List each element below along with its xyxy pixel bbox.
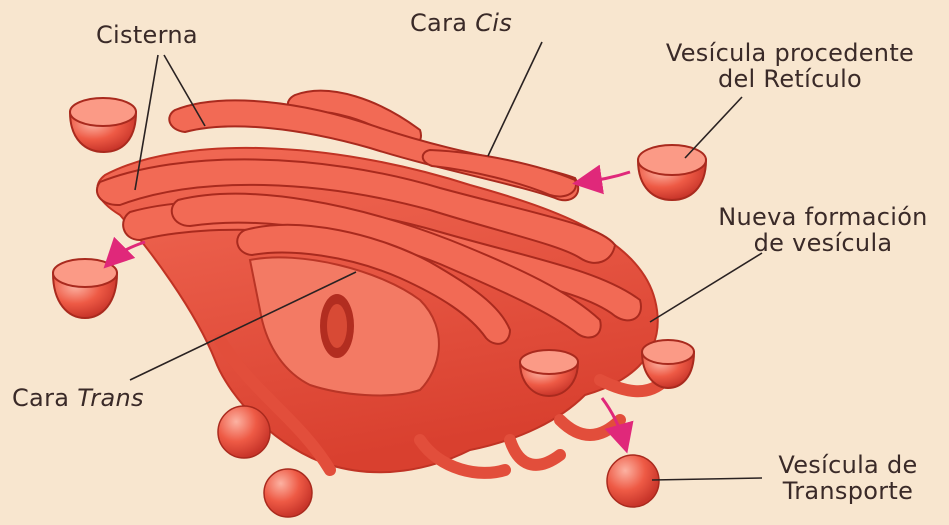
sphere-vesicle-1 xyxy=(218,406,270,458)
label-vesicula-transporte-line2: Transporte xyxy=(760,478,936,504)
label-cara-trans-italic: Trans xyxy=(77,384,144,412)
vesicle-reticulum xyxy=(638,145,706,200)
vesicle-left xyxy=(53,259,117,318)
label-cisterna: Cisterna xyxy=(96,22,198,48)
label-cara-trans: Cara Trans xyxy=(12,385,144,411)
leader-vesicula-transporte xyxy=(652,478,762,480)
label-cara-cis: Cara Cis xyxy=(410,10,512,36)
label-nueva-formacion: Nueva formación de vesícula xyxy=(700,204,946,256)
leader-nueva-formacion xyxy=(650,253,762,322)
vesicle-top-left xyxy=(70,98,136,152)
golgi-body xyxy=(97,91,665,473)
arrow-to-cis-face xyxy=(584,172,630,182)
label-nueva-formacion-line1: Nueva formación xyxy=(700,204,946,230)
label-nueva-formacion-line2: de vesícula xyxy=(700,230,946,256)
arrow-vesicle-left xyxy=(112,242,145,260)
label-vesicula-transporte-line1: Vesícula de xyxy=(760,452,936,478)
label-cara-cis-word: Cara xyxy=(410,9,467,37)
label-vesicula-transporte: Vesícula de Transporte xyxy=(760,452,936,504)
vesicle-budding-right xyxy=(642,340,694,388)
label-vesicula-reticulo-line2: del Retículo xyxy=(640,66,940,92)
transport-vesicle xyxy=(607,455,659,507)
leader-vesicula-reticulo xyxy=(685,97,742,158)
label-vesicula-reticulo-line1: Vesícula procedente xyxy=(640,40,940,66)
label-cara-cis-italic: Cis xyxy=(475,9,512,37)
sphere-vesicle-2 xyxy=(264,469,312,517)
label-cara-trans-word: Cara xyxy=(12,384,69,412)
leader-cara-cis xyxy=(488,42,542,156)
label-vesicula-reticulo: Vesícula procedente del Retículo xyxy=(640,40,940,92)
